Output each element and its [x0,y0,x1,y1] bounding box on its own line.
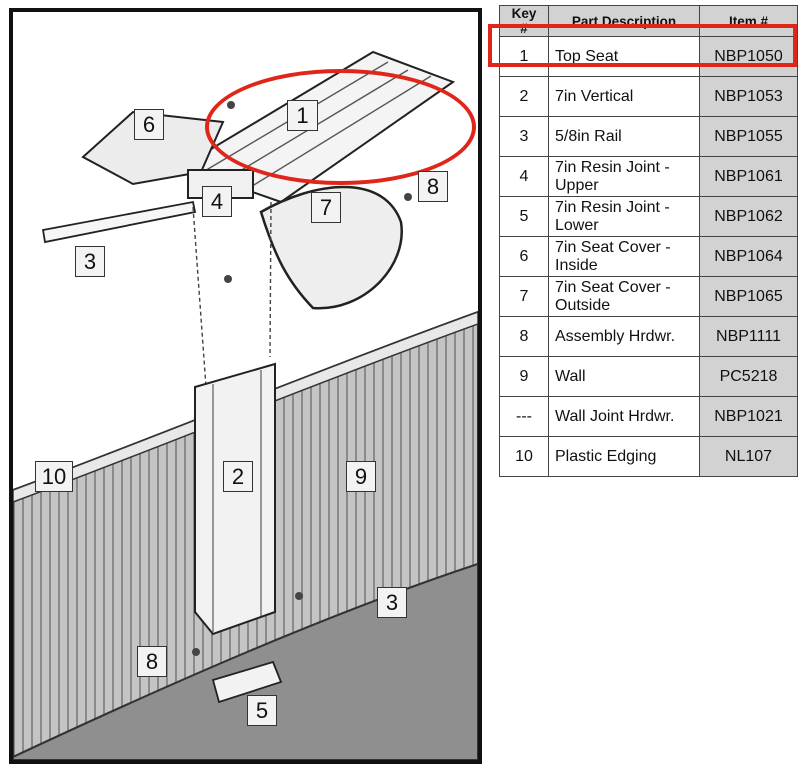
cell-key: --- [499,396,549,437]
cell-item: PC5218 [699,356,798,397]
highlight-ellipse [205,69,476,185]
vertical-post [194,362,276,636]
seat-cover-outside [259,185,403,310]
header-description: Part Description [548,5,700,37]
callout-7: 7 [311,192,341,223]
cell-description: Top Seat [548,36,700,77]
screw-icon [404,193,412,201]
callout-3-right: 3 [377,587,407,618]
cell-description: 7in Vertical [548,76,700,117]
cell-item: NBP1053 [699,76,798,117]
cell-item: NBP1061 [699,156,798,197]
cell-item: NBP1111 [699,316,798,357]
callout-9: 9 [346,461,376,492]
screw-icon [295,592,303,600]
callout-5: 5 [247,695,277,726]
cell-key: 9 [499,356,549,397]
cell-key: 4 [499,156,549,197]
callout-8-top: 8 [418,171,448,202]
cell-description: 7in Seat Cover - Outside [548,276,700,317]
cell-item: NBP1021 [699,396,798,437]
callout-4: 4 [202,186,232,217]
cell-key: 1 [499,36,549,77]
cell-item: NL107 [699,436,798,477]
callout-10: 10 [35,461,73,492]
cell-key: 10 [499,436,549,477]
cell-item: NBP1064 [699,236,798,277]
cell-key: 3 [499,116,549,157]
screw-icon [192,648,200,656]
callout-8-bottom: 8 [137,646,167,677]
cell-key: 5 [499,196,549,237]
cell-description: Assembly Hrdwr. [548,316,700,357]
cell-description: 7in Resin Joint - Upper [548,156,700,197]
cell-key: 2 [499,76,549,117]
table-header-row: Key # Part Description Item # [499,5,798,37]
cell-description: Plastic Edging [548,436,700,477]
cell-item: NBP1065 [699,276,798,317]
cell-item: NBP1050 [699,36,798,77]
callout-6: 6 [134,109,164,140]
diagram-drawing [13,50,478,760]
cell-description: 7in Resin Joint - Lower [548,196,700,237]
cell-description: Wall Joint Hrdwr. [548,396,700,437]
screw-icon [224,275,232,283]
callout-2: 2 [223,461,253,492]
exploded-view-diagram: 1 6 4 7 8 3 10 2 9 3 8 5 [9,8,482,764]
cell-description: 7in Seat Cover - Inside [548,236,700,277]
seat-cover-inside [81,110,225,186]
table-row: ---Wall Joint Hrdwr.NBP1021 [499,396,798,437]
callout-3-left: 3 [75,246,105,277]
cell-key: 7 [499,276,549,317]
cell-item: NBP1062 [699,196,798,237]
cell-key: 8 [499,316,549,357]
cell-description: Wall [548,356,700,397]
cell-item: NBP1055 [699,116,798,157]
top-rail [41,200,197,244]
cell-description: 5/8in Rail [548,116,700,157]
callout-1: 1 [287,100,318,131]
row-highlight-box [488,24,797,67]
bottom-rail [13,562,478,760]
header-key: Key # [499,5,549,37]
cell-key: 6 [499,236,549,277]
header-item: Item # [699,5,798,37]
resin-joint-lower [211,660,283,704]
